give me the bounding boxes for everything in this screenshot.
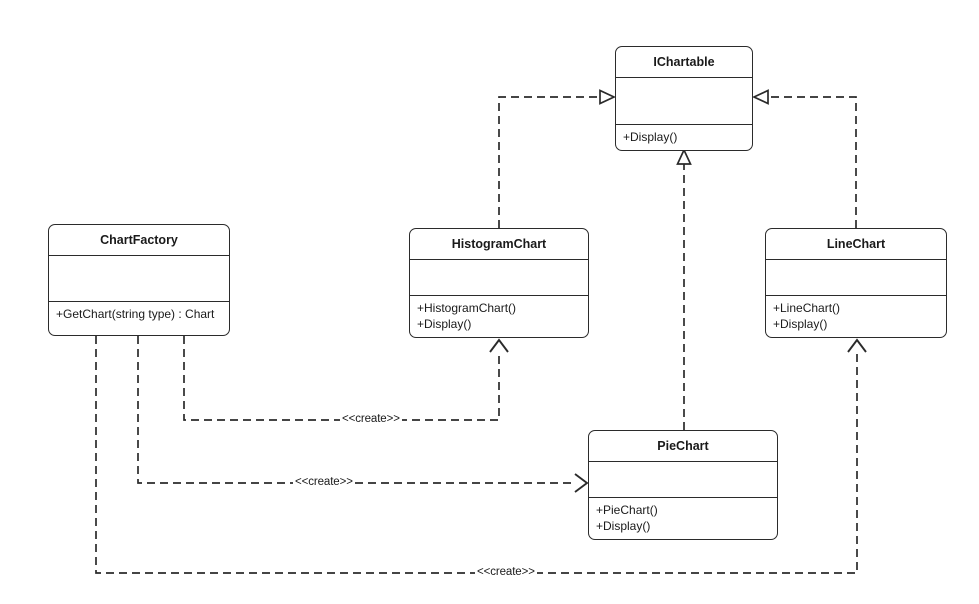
class-box-chartfactory[interactable]: ChartFactory +GetChart(string type) : Ch… [48, 224, 230, 336]
class-attributes-chartfactory [49, 256, 229, 302]
edge-label-create-piechart: <<create>> [293, 476, 355, 490]
operation-item: +PieChart() [596, 503, 658, 518]
operation-item: +Display() [417, 316, 472, 331]
operation-item: +LineChart() [773, 301, 841, 316]
class-name-chartfactory: ChartFactory [49, 225, 229, 256]
operation-item: +Display() [596, 518, 651, 533]
open-arrowhead-icon [574, 473, 589, 493]
class-operations-piechart: +PieChart() +Display() [589, 498, 777, 539]
class-operations-chartfactory: +GetChart(string type) : Chart [49, 302, 229, 336]
edge-label-create-linechart: <<create>> [475, 566, 537, 580]
class-operations-histogramchart: +HistogramChart() +Display() [410, 296, 588, 337]
class-box-histogramchart[interactable]: HistogramChart +HistogramChart() +Displa… [409, 228, 589, 338]
edge-label-create-histogramchart: <<create>> [340, 413, 402, 427]
operation-item: +GetChart(string type) : Chart [56, 306, 215, 321]
class-operations-linechart: +LineChart() +Display() [766, 296, 946, 337]
edge-line [766, 96, 857, 228]
class-attributes-piechart [589, 462, 777, 499]
open-arrowhead-icon [847, 338, 867, 353]
edge-piechart-realizes-ichartable[interactable] [676, 147, 692, 430]
class-box-ichartable[interactable]: IChartable +Display() [615, 46, 753, 151]
edge-line [137, 336, 575, 484]
open-arrowhead-icon [489, 338, 509, 353]
class-name-histogramchart: HistogramChart [410, 229, 588, 260]
operation-item: +Display() [773, 316, 828, 331]
class-name-ichartable: IChartable [616, 47, 752, 78]
class-box-linechart[interactable]: LineChart +LineChart() +Display() [765, 228, 947, 338]
class-name-linechart: LineChart [766, 229, 946, 260]
class-name-piechart: PieChart [589, 431, 777, 462]
edge-create-piechart[interactable] [137, 336, 589, 493]
operation-item: +Display() [623, 129, 678, 144]
class-attributes-ichartable [616, 78, 752, 125]
edge-create-histogramchart[interactable] [183, 336, 509, 421]
edge-line [498, 96, 602, 228]
hollow-triangle-arrowhead-icon [676, 147, 692, 165]
class-operations-ichartable: +Display() [616, 125, 752, 150]
hollow-triangle-arrowhead-icon [599, 89, 617, 105]
hollow-triangle-arrowhead-icon [751, 89, 769, 105]
class-attributes-linechart [766, 260, 946, 297]
edge-histogram-realizes-ichartable[interactable] [498, 89, 617, 229]
class-box-piechart[interactable]: PieChart +PieChart() +Display() [588, 430, 778, 540]
edge-line [183, 336, 500, 421]
class-attributes-histogramchart [410, 260, 588, 297]
edge-linechart-realizes-ichartable[interactable] [751, 89, 857, 229]
operation-item: +HistogramChart() [417, 301, 517, 316]
